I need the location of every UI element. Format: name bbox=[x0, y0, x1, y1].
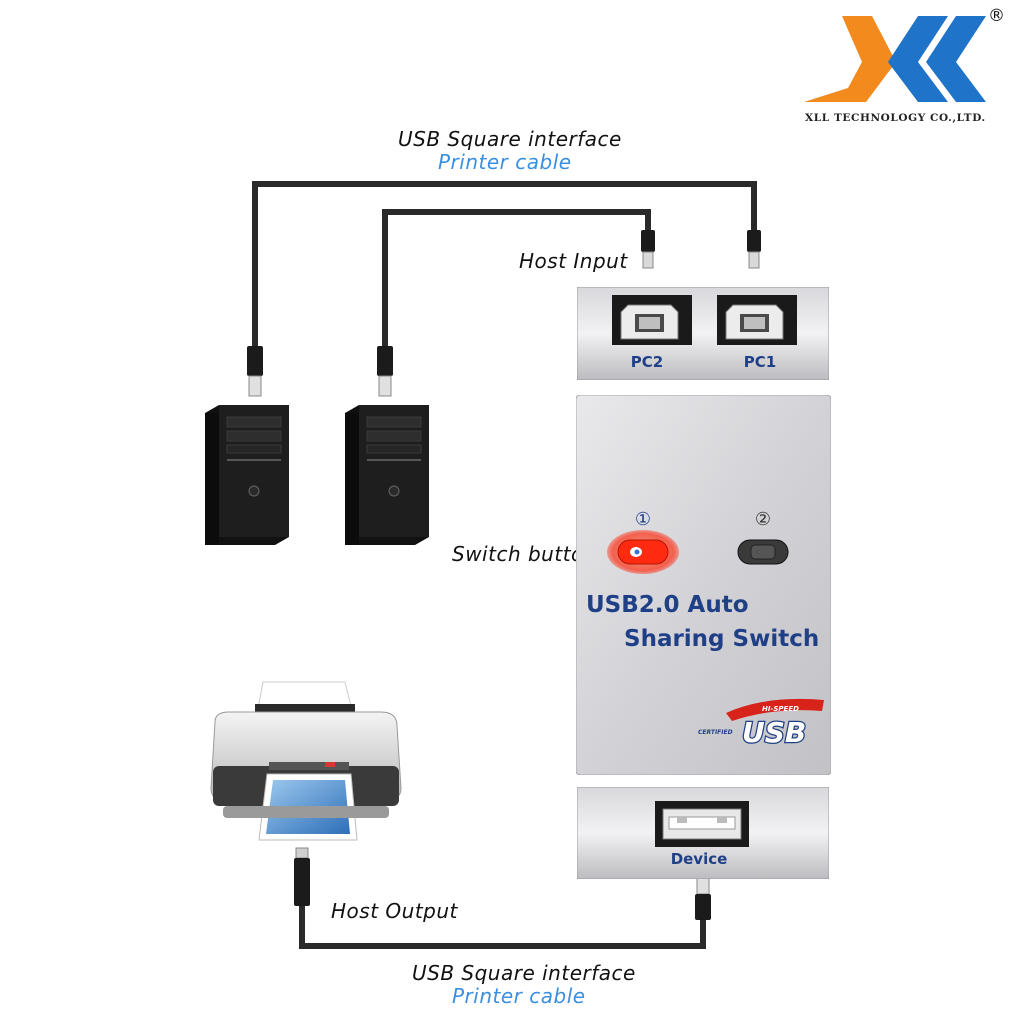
registered-mark: ® bbox=[988, 6, 1005, 26]
usb-a-plug-pc-right bbox=[377, 346, 393, 397]
company-logo bbox=[804, 16, 986, 102]
usb-b-plug-pc1 bbox=[747, 230, 761, 269]
usb-a-plug-pc-left bbox=[247, 346, 263, 397]
printer bbox=[210, 681, 402, 841]
usb-a-plug-device bbox=[695, 877, 711, 920]
usb-logo-banner: HI-SPEED bbox=[762, 705, 799, 713]
product-name-line1: USB2.0 Auto bbox=[586, 592, 749, 618]
switch-button-label: Switch button bbox=[452, 542, 597, 566]
hp-logo-icon bbox=[248, 485, 260, 497]
logo-orange-shape bbox=[804, 16, 896, 102]
usb-b-plug-printer bbox=[294, 847, 310, 906]
device-port-label: Device bbox=[671, 850, 728, 868]
top-cable-type-label: Printer cable bbox=[438, 150, 572, 174]
indicator-1: ① bbox=[635, 509, 651, 530]
usb-a-port-device[interactable] bbox=[655, 801, 749, 847]
logo-blue-chevron-1 bbox=[888, 16, 948, 102]
cable-printer-to-device bbox=[299, 870, 706, 949]
hp-logo-icon bbox=[388, 485, 400, 497]
pc2-port-label: PC2 bbox=[631, 353, 663, 371]
bottom-cable-interface-label: USB Square interface bbox=[412, 961, 636, 985]
switch-button-2[interactable] bbox=[737, 539, 789, 565]
company-name: XLL TECHNOLOGY CO.,LTD. bbox=[805, 112, 986, 124]
device-port-panel: Device bbox=[577, 787, 829, 879]
bottom-cable-type-label: Printer cable bbox=[452, 984, 586, 1008]
top-cable-interface-label: USB Square interface bbox=[398, 127, 622, 151]
cable-pc-left-to-pc1 bbox=[252, 181, 757, 352]
usb-logo-certified: CERTIFIED bbox=[698, 729, 733, 736]
host-input-label: Host Input bbox=[519, 249, 628, 273]
logo-blue-chevron-2 bbox=[926, 16, 986, 102]
cable-pc-right-to-pc2 bbox=[382, 209, 651, 352]
host-port-panel: PC2 PC1 bbox=[577, 287, 829, 380]
usb-logo-text: USB bbox=[742, 716, 806, 749]
pc1-port-label: PC1 bbox=[744, 353, 776, 371]
usb-b-port-pc2[interactable] bbox=[612, 295, 692, 345]
switch-button-1[interactable] bbox=[607, 530, 679, 574]
product-name-line2: Sharing Switch bbox=[624, 626, 819, 652]
computer-tower-right bbox=[345, 405, 429, 545]
printer-led-icon bbox=[325, 762, 335, 767]
usb-certified-logo: HI-SPEED CERTIFIED USB bbox=[698, 698, 824, 750]
host-output-label: Host Output bbox=[331, 899, 458, 923]
usb-b-plug-pc2 bbox=[641, 230, 655, 269]
indicator-2: ② bbox=[755, 509, 771, 530]
computer-tower-left bbox=[205, 405, 289, 545]
switch-main-body: ① ② USB2.0 Auto Sharing Switch HI-SPEED … bbox=[576, 395, 831, 775]
usb-b-port-pc1[interactable] bbox=[717, 295, 797, 345]
